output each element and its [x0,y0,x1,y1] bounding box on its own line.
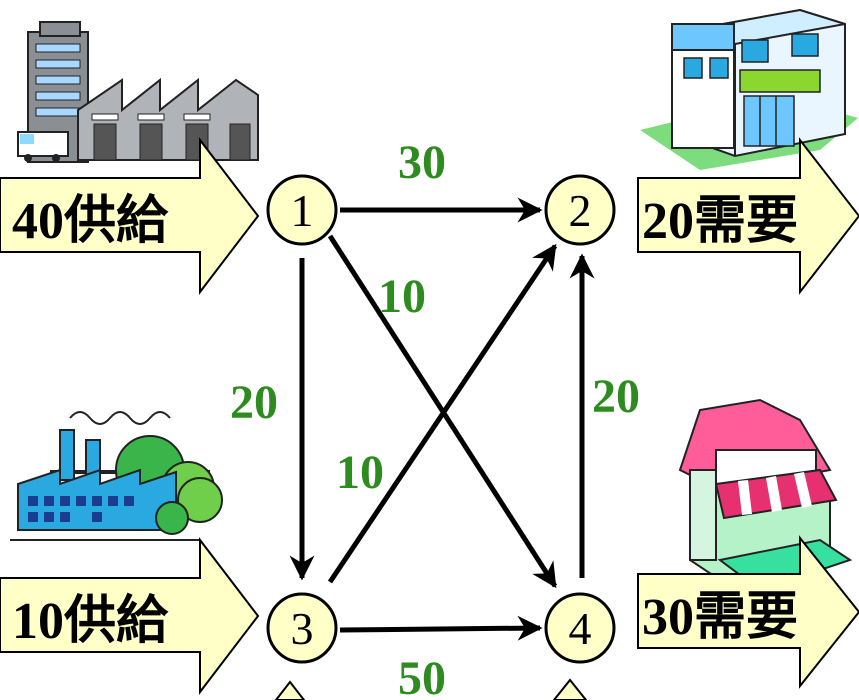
edge-weight-1-2: 30 [398,136,446,189]
node-4: 4 [544,592,616,664]
node-label-2: 2 [569,185,592,236]
demand-arrow-2: 20需要 [637,137,859,295]
node-label-4: 4 [569,603,592,654]
supply-label-1: 40供給 [12,192,169,250]
edge-weight-1-4: 10 [378,270,426,323]
node-label-1: 1 [291,185,314,236]
shop-awning-icon [678,398,853,592]
edge-weight-1-3: 20 [230,376,278,429]
partial-arrow-tip [552,678,588,700]
demand-arrow-4: 30需要 [637,535,859,689]
demand-label-2: 20需要 [642,193,798,250]
node-3: 3 [266,592,338,664]
demand-label-4: 30需要 [642,589,798,646]
node-label-3: 3 [291,603,314,654]
factory-office-icon [17,21,259,163]
factory-trees-icon [10,411,223,541]
edge-weight-3-2: 10 [336,446,384,499]
edge-3-2 [327,243,558,584]
edge-weight-3-4: 50 [398,652,446,700]
store-building-icon [640,8,858,170]
edge-weight-4-2: 20 [592,370,640,423]
node-2: 2 [544,174,616,246]
supply-arrow-1: 40供給 [0,137,260,295]
supply-label-3: 10供給 [12,592,169,650]
edge-3-4 [339,615,543,641]
supply-arrow-3: 10供給 [0,537,260,695]
partial-arrow-tip [274,680,306,700]
node-1: 1 [266,174,338,246]
